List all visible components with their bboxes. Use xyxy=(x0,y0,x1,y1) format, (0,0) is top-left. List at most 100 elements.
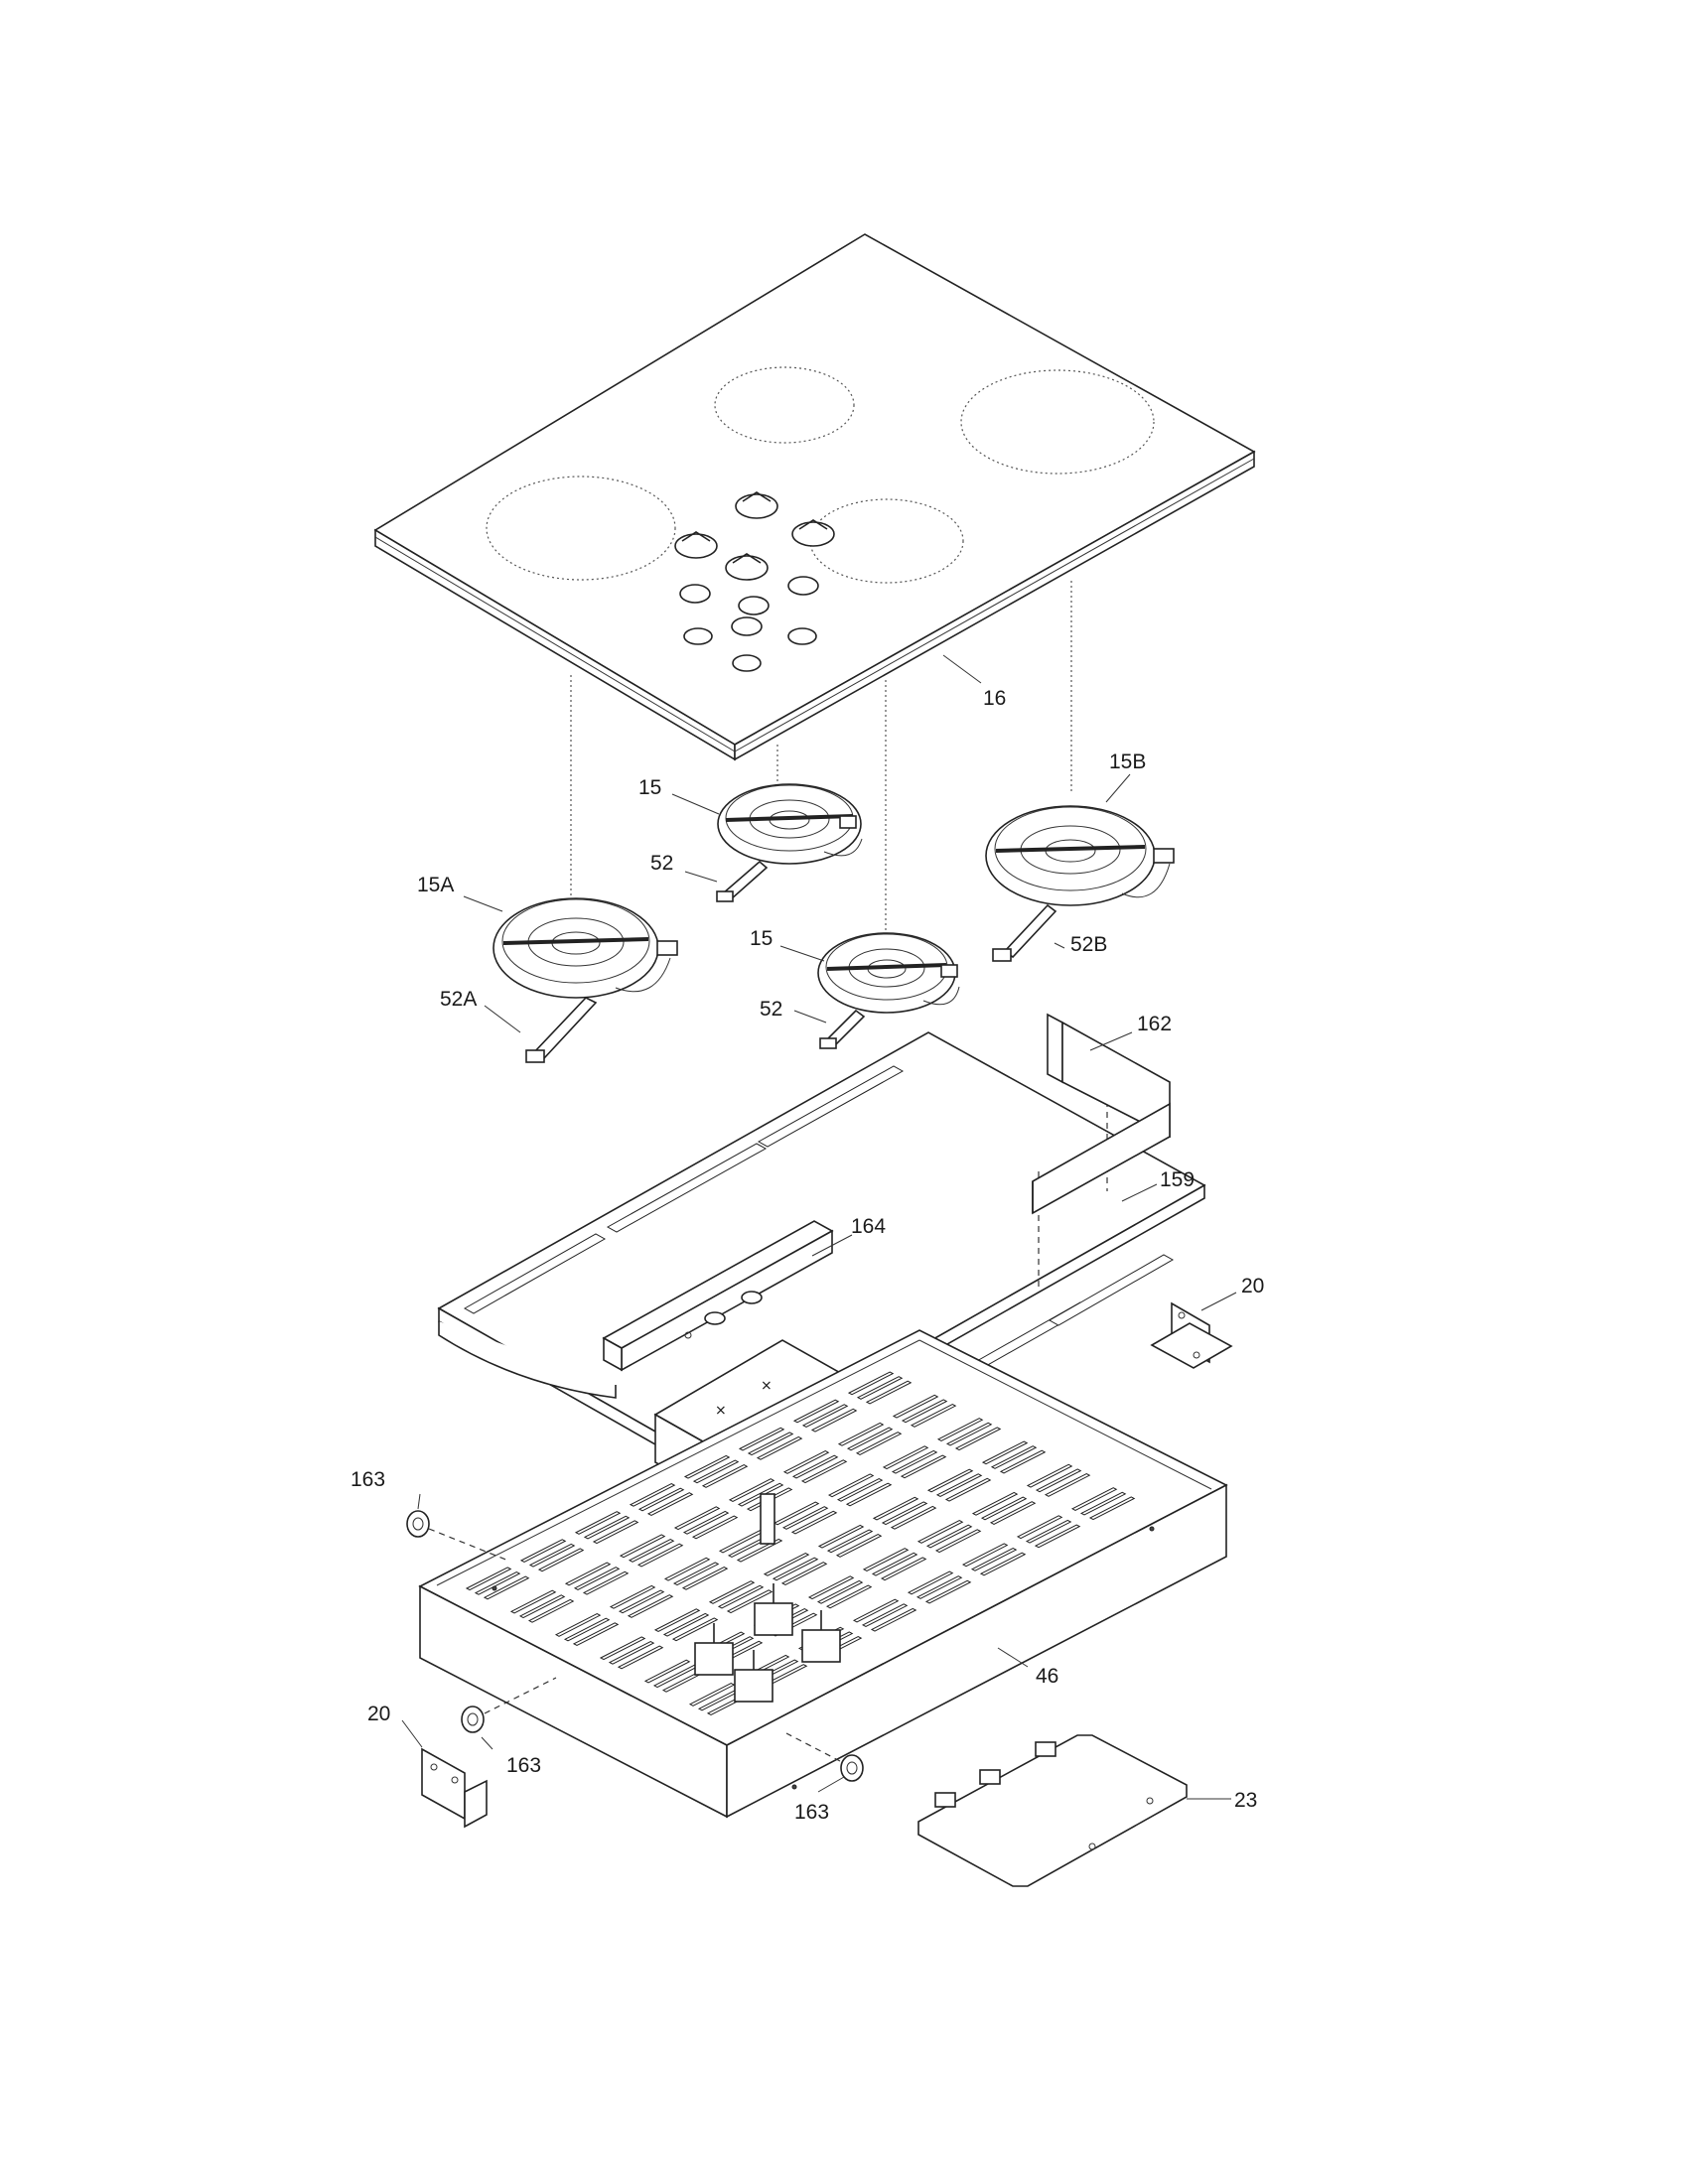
vent-slot xyxy=(800,1459,848,1484)
vent-slot xyxy=(855,1432,903,1455)
vent-slot xyxy=(608,1640,655,1665)
svg-text:⨯: ⨯ xyxy=(715,1402,727,1418)
vent-slot xyxy=(527,1598,575,1623)
vent-slot xyxy=(627,1594,674,1618)
control-switch xyxy=(801,1610,841,1663)
vent-slot xyxy=(518,1594,566,1619)
label-cooktop-top: 16 xyxy=(983,687,1006,710)
vent-slot xyxy=(673,1506,721,1531)
element-bracket-rear-small[interactable] xyxy=(716,860,769,902)
vent-slot xyxy=(643,1659,691,1684)
element-bracket-left[interactable] xyxy=(525,997,598,1063)
vent-slot xyxy=(682,1510,730,1535)
control-switch xyxy=(734,1650,774,1703)
vent-slot xyxy=(891,1449,938,1474)
vent-slot xyxy=(871,1552,918,1576)
vent-slot xyxy=(801,1404,849,1429)
label-bushing-bottom-mid: 163 xyxy=(794,1801,829,1824)
cooktop-glass[interactable] xyxy=(373,233,1256,761)
knob-bezel xyxy=(787,576,819,596)
heating-element-right-rear[interactable] xyxy=(985,805,1175,906)
vent-slot xyxy=(990,1445,1038,1469)
svg-text:⨯: ⨯ xyxy=(761,1377,773,1393)
vent-slot xyxy=(671,1617,719,1642)
label-mount-bracket-right: 20 xyxy=(1241,1275,1264,1297)
vent-slot xyxy=(852,1598,900,1623)
vent-slot xyxy=(599,1636,646,1661)
vent-slot xyxy=(910,1404,957,1428)
vent-slot xyxy=(1079,1491,1127,1516)
label-mount-bracket-left: 20 xyxy=(367,1703,390,1725)
vent-slot xyxy=(628,1539,675,1563)
vent-slot xyxy=(979,1552,1027,1576)
mounting-bracket-left[interactable] xyxy=(421,1747,488,1829)
knob-hole xyxy=(787,627,817,645)
vent-slot xyxy=(701,1464,749,1488)
vent-slot xyxy=(609,1584,656,1609)
vent-slot xyxy=(483,1575,530,1600)
vent-slot xyxy=(836,1477,884,1502)
vent-slot xyxy=(980,1496,1028,1521)
vent-slot xyxy=(881,1501,928,1526)
vent-slot xyxy=(901,1399,948,1424)
heating-element-front-small[interactable] xyxy=(817,932,960,1014)
control-switch xyxy=(754,1583,793,1636)
vent-slot xyxy=(717,1584,765,1609)
leader-lines xyxy=(401,654,1237,1800)
vent-slot xyxy=(528,1543,576,1568)
vent-slot xyxy=(989,1501,1037,1525)
vent-slot xyxy=(892,1394,939,1419)
vent-slot xyxy=(934,1529,982,1554)
element-bracket-right[interactable] xyxy=(992,903,1057,962)
burner-outline-rear xyxy=(714,366,855,444)
element-bracket-front-small[interactable] xyxy=(819,1009,866,1049)
bottom-cover[interactable] xyxy=(917,1734,1188,1887)
label-control-bracket: 164 xyxy=(851,1215,886,1238)
bushing-front-left[interactable] xyxy=(461,1706,485,1733)
vent-slot xyxy=(728,1478,775,1502)
vent-slot xyxy=(708,1580,756,1604)
label-bushing-bottom-left: 163 xyxy=(506,1754,541,1777)
label-bracket-left: 52A xyxy=(440,988,477,1011)
heating-element-rear-small[interactable] xyxy=(717,783,863,865)
knob xyxy=(791,519,835,547)
vent-slot xyxy=(572,1622,620,1647)
vent-slot xyxy=(738,1427,785,1451)
vent-slot xyxy=(692,1459,740,1484)
vent-slot xyxy=(509,1589,557,1614)
side-shield[interactable] xyxy=(1032,1013,1171,1215)
vent-slot xyxy=(582,1570,630,1595)
bushing-rear-left[interactable] xyxy=(406,1510,430,1538)
heating-element-left-front[interactable] xyxy=(492,897,678,999)
burner-box[interactable] xyxy=(418,1329,1228,1819)
vent-slot xyxy=(653,1608,701,1633)
bushing-front-mid[interactable] xyxy=(840,1754,864,1782)
label-burner-box: 46 xyxy=(1036,1665,1058,1688)
vent-slot xyxy=(583,1515,631,1540)
knob-hole xyxy=(732,654,762,672)
label-bracket-front-small: 52 xyxy=(760,998,782,1021)
vent-slot xyxy=(681,1566,729,1590)
vent-slot xyxy=(672,1562,720,1586)
vent-slot xyxy=(900,1454,947,1479)
vent-slot xyxy=(935,1473,983,1498)
mounting-bracket-right[interactable] xyxy=(1150,1301,1233,1369)
label-heat-shield: 159 xyxy=(1160,1168,1195,1191)
label-bushing-top: 163 xyxy=(351,1468,385,1491)
vent-slot xyxy=(618,1589,665,1614)
vent-slot xyxy=(915,1575,963,1599)
vent-slot xyxy=(837,1422,885,1446)
vent-slot xyxy=(1025,1519,1072,1544)
knob xyxy=(735,491,778,519)
knob-bezel xyxy=(679,584,711,604)
vent-slot xyxy=(807,1575,855,1600)
label-bracket-rear-small: 52 xyxy=(650,852,673,875)
vent-slot xyxy=(826,1529,874,1554)
vent-slot xyxy=(1044,1473,1091,1497)
vent-slot xyxy=(925,1524,973,1549)
vent-slot xyxy=(763,1552,810,1576)
vent-slot xyxy=(519,1539,567,1564)
vent-slot xyxy=(662,1612,710,1637)
control-bracket[interactable] xyxy=(602,1220,834,1372)
vent-slot xyxy=(782,1450,830,1474)
